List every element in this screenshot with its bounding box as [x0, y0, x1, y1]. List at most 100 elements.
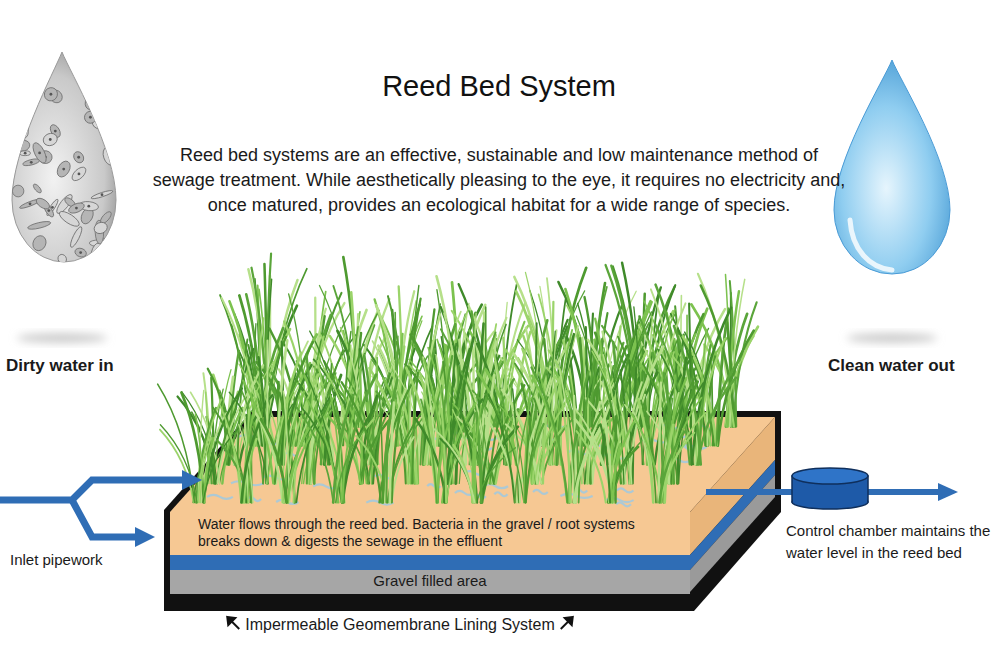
microbes: [12, 85, 118, 265]
microbe: [92, 220, 108, 235]
reed-blade: [200, 438, 211, 503]
microbe: [12, 185, 24, 197]
clean-water-drop: [834, 60, 950, 274]
reed-blade: [420, 374, 438, 503]
microbe: [70, 165, 89, 183]
reed-blade: [296, 406, 334, 503]
reed-blade: [725, 336, 754, 427]
microbe-core: [22, 128, 25, 131]
microbe: [83, 110, 98, 125]
drop-shadow: [17, 333, 107, 343]
reed-blade: [610, 418, 637, 503]
reed-blade: [698, 378, 736, 465]
reed-blade: [229, 432, 242, 502]
reed-blade: [485, 393, 524, 502]
microbe: [82, 92, 102, 113]
microbe-core: [30, 161, 33, 164]
reed-blade: [526, 397, 548, 503]
reed-blade: [537, 378, 552, 483]
microbe: [30, 141, 49, 165]
reed-blade: [390, 402, 394, 502]
membrane-band: [170, 555, 690, 570]
microbe-core: [87, 205, 90, 208]
sand-root-zone-band: Water flows through the reed bed. Bacter…: [170, 512, 690, 555]
dirty-water-drop: [12, 52, 116, 262]
reed-blade: [306, 374, 338, 503]
drop-highlight: [850, 220, 892, 270]
microbe: [74, 247, 88, 259]
reed-blade: [601, 424, 611, 502]
reed-blade: [609, 430, 623, 502]
drop-shadow: [847, 333, 937, 343]
microbe-core: [89, 116, 92, 119]
reed-blade: [669, 398, 702, 484]
reeds: [158, 254, 758, 503]
reed-blade: [421, 399, 437, 502]
water-swirl: [617, 488, 634, 492]
microbe-core: [78, 173, 81, 176]
microbe: [32, 183, 43, 194]
reed-blade: [160, 425, 197, 503]
band-text: Gravel filled area: [180, 572, 680, 590]
microbe-core: [54, 130, 57, 133]
reed-blade: [577, 431, 606, 502]
microbe-core: [75, 207, 78, 210]
microbe: [72, 150, 86, 165]
water-swirl: [533, 490, 548, 494]
reed-blade: [435, 429, 475, 502]
reed-blade: [442, 409, 447, 503]
water-swirl: [494, 492, 507, 496]
reed-blade: [221, 406, 242, 502]
diagram-title: Reed Bed System: [0, 70, 998, 103]
reed-blade: [473, 405, 481, 502]
reed-blade: [659, 383, 661, 503]
arrow-head: [938, 483, 958, 501]
microbe-core: [24, 152, 27, 155]
microbe-core: [38, 151, 41, 154]
inlet-pipework: [0, 480, 185, 537]
microbe-core: [29, 202, 32, 205]
microbe: [68, 225, 83, 248]
arrow-head: [135, 527, 155, 547]
part-label: Impermeable Geomembrane Lining System: [245, 616, 554, 634]
reed-blade: [261, 420, 287, 503]
reed-blade: [360, 370, 362, 483]
microbe: [91, 189, 114, 200]
band-text: Water flows through the reed bed. Bacter…: [198, 516, 670, 550]
water-swirl: [207, 495, 233, 499]
bed-side-membrane: [690, 460, 775, 570]
outlet-pipe: [868, 489, 942, 495]
reed-blade: [638, 399, 653, 503]
water-swirl: [247, 497, 261, 501]
reed-blade: [525, 405, 533, 503]
part-label: Inlet pipework: [10, 551, 103, 568]
reed-blade: [379, 394, 383, 502]
control-chamber: [792, 468, 868, 509]
microbe-core: [20, 103, 23, 106]
microbe-group: [12, 85, 118, 265]
microbe: [56, 253, 68, 265]
reed-blade: [659, 432, 684, 503]
description-text: Reed bed systems are an effective, susta…: [150, 143, 848, 218]
reed-blade: [661, 378, 686, 503]
microbe: [41, 131, 59, 147]
microbe: [17, 120, 30, 139]
reed-blade: [440, 439, 474, 503]
reed-blade: [386, 421, 388, 503]
pointer-head: [227, 617, 235, 625]
microbe-core: [49, 138, 52, 141]
microbe-core: [77, 156, 80, 159]
reed-blade: [203, 429, 238, 503]
microbe: [31, 234, 49, 253]
reed-blade: [460, 410, 477, 502]
microbe: [34, 196, 51, 211]
microbe: [42, 85, 60, 104]
reed-blade: [559, 368, 574, 502]
microbe: [89, 242, 104, 265]
reed-blade: [481, 425, 485, 502]
microbe: [67, 201, 86, 215]
microbe-core: [62, 168, 65, 171]
reed-blade: [333, 395, 353, 502]
reed-blade: [567, 407, 569, 502]
reed-blade: [543, 418, 546, 483]
